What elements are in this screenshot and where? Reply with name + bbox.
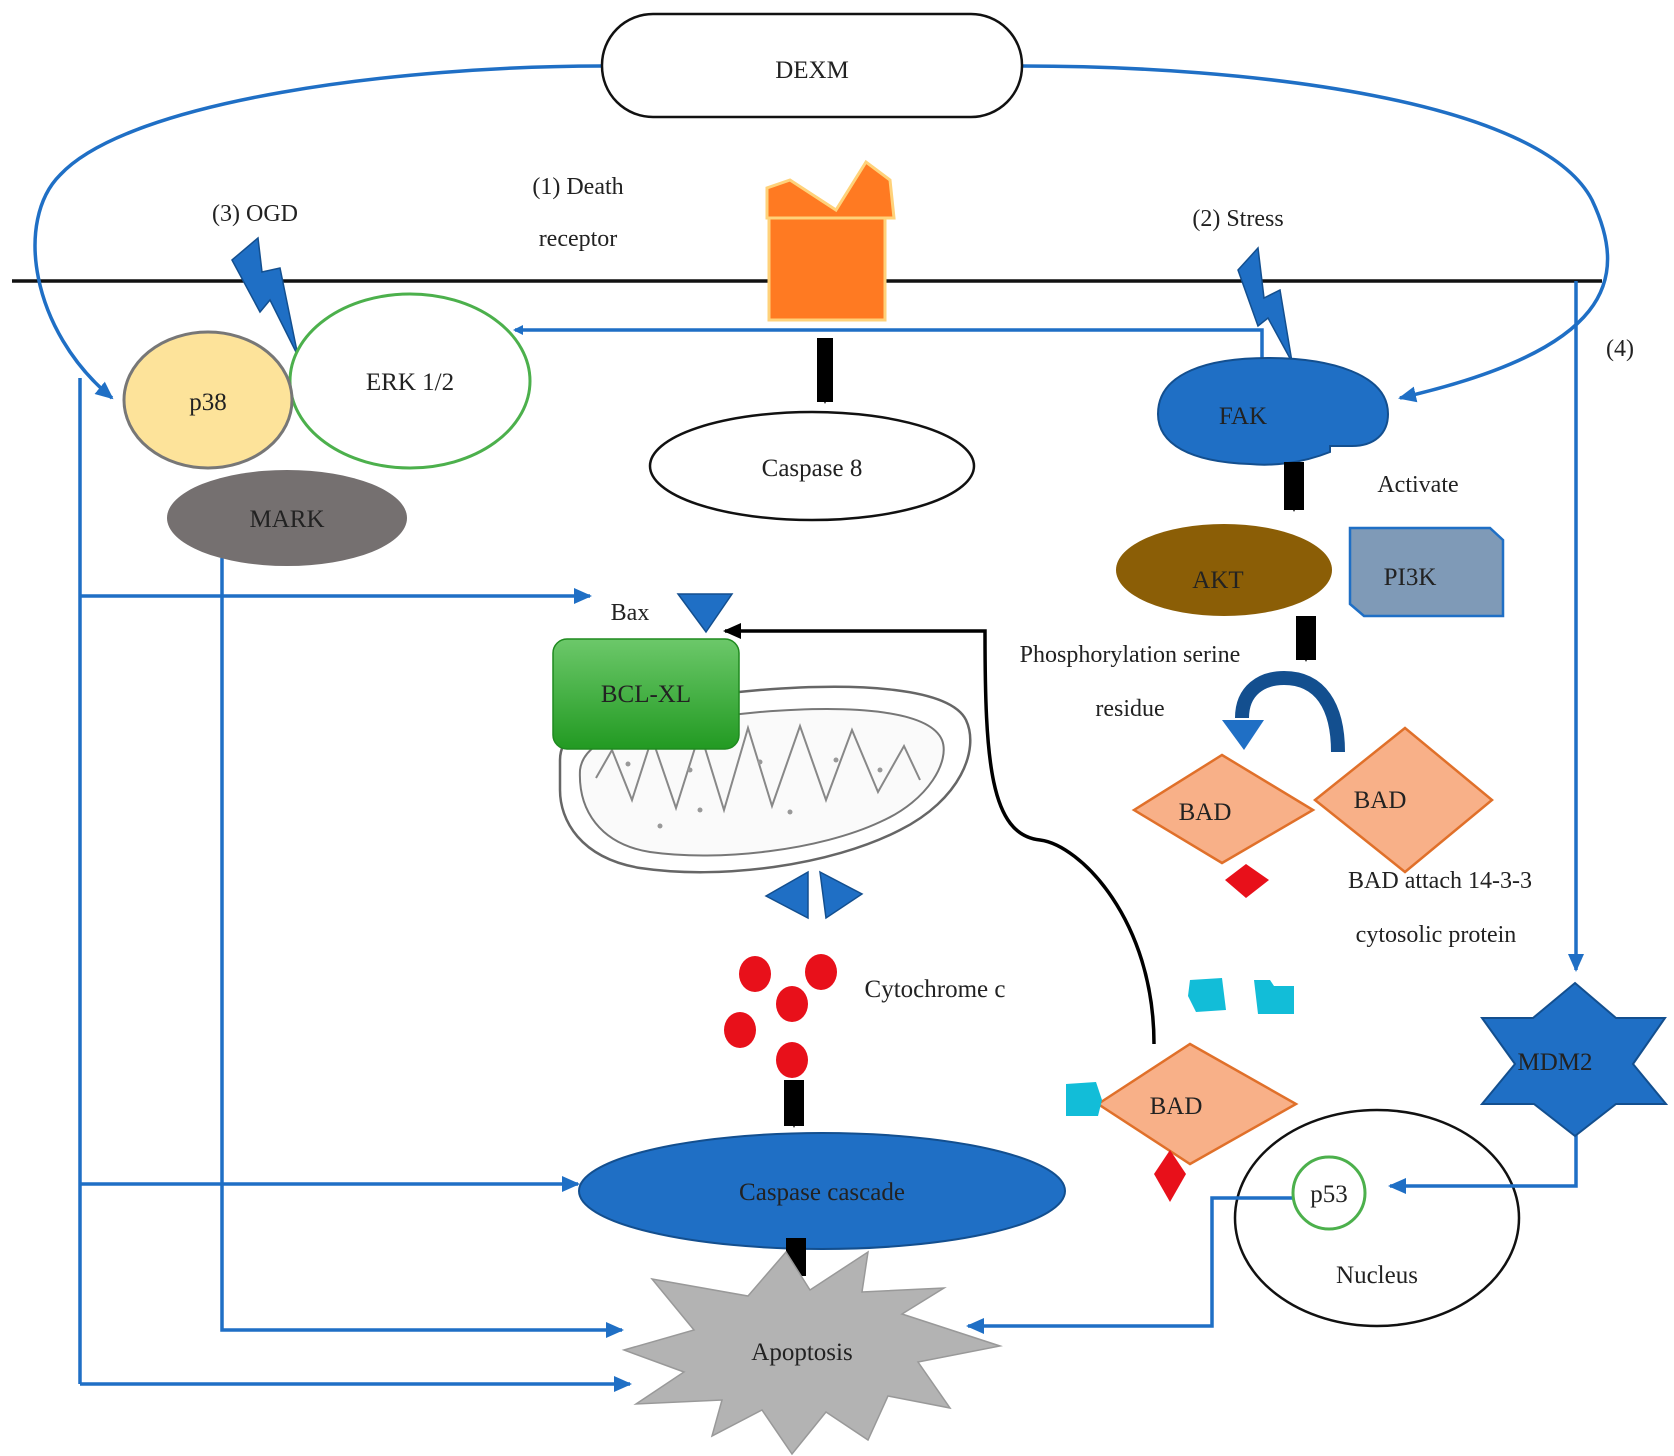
cytochrome-dot-icon — [724, 1012, 756, 1048]
bad-right-node — [1312, 726, 1494, 874]
erk-label: ERK 1/2 — [366, 369, 454, 396]
cytochrome-label: Cytochrome c — [865, 976, 1006, 1003]
death-receptor-label-line2: receptor — [539, 226, 618, 252]
bad-left-label: BAD — [1179, 799, 1232, 826]
apoptosis-label: Apoptosis — [751, 1339, 852, 1366]
phosphorylation-label-line1: Phosphorylation serine — [1020, 642, 1241, 668]
pathway4-label: (4) — [1606, 336, 1634, 362]
death-receptor-label-line1: (1) Death — [532, 174, 623, 200]
bcl-xl-node — [552, 638, 740, 750]
phosphorylation-curve-arrow-icon — [1222, 670, 1345, 753]
cytochrome-dot-icon — [776, 986, 808, 1022]
p53-to-apoptosis-connector — [966, 1196, 1296, 1334]
death-receptor-icon — [765, 159, 896, 322]
cytochrome-dot-icon — [739, 956, 771, 992]
phosphorylation-label-line2: residue — [1095, 696, 1164, 722]
p38-label: p38 — [189, 389, 227, 416]
akt-label: AKT — [1192, 567, 1243, 594]
14-3-3-protein-icon — [1254, 980, 1294, 1014]
pi3k-label: PI3K — [1384, 564, 1437, 591]
lightning-icon — [231, 236, 299, 357]
bad-attach-label-line1: BAD attach 14-3-3 — [1348, 868, 1532, 894]
cytochrome-dot-icon — [776, 1042, 808, 1078]
dexm-right-loop-connector — [1021, 64, 1610, 403]
burst-icon — [621, 1250, 1003, 1456]
stress-label: (2) Stress — [1192, 206, 1283, 232]
mdm2-to-p53-connector — [1388, 1134, 1578, 1194]
star-icon — [1479, 981, 1669, 1138]
bad-left-node — [1131, 753, 1316, 865]
caspase8-node — [648, 410, 976, 522]
phosphate-diamond-icon — [1225, 864, 1269, 898]
stress-to-erk-connector — [513, 325, 1264, 360]
mdm2-label: MDM2 — [1517, 1049, 1592, 1076]
fak-node — [1156, 356, 1390, 466]
dexm-left-loop-connector — [33, 64, 603, 400]
pi3k-node — [1348, 526, 1505, 618]
nucleus-label: Nucleus — [1336, 1262, 1418, 1289]
bad-bottom-label: BAD — [1150, 1093, 1203, 1120]
p53-label: p53 — [1310, 1181, 1348, 1208]
dexm-node — [600, 12, 1024, 119]
ogd-label: (3) OGD — [212, 201, 298, 227]
akt-node — [1116, 524, 1332, 616]
activate-label: Activate — [1377, 472, 1458, 498]
phosphate-diamond-icon — [1154, 1150, 1186, 1202]
bad-attach-label-line2: cytosolic protein — [1356, 922, 1517, 948]
14-3-3-protein-icon — [1066, 1082, 1102, 1116]
bad-bottom-node — [1095, 1042, 1299, 1166]
bax-triangle-icon — [676, 593, 734, 634]
nucleus-node — [1233, 1108, 1521, 1328]
caspase8-label: Caspase 8 — [762, 455, 863, 482]
fak-label: FAK — [1219, 403, 1267, 430]
p38-node — [122, 330, 294, 470]
caspase-cascade-node — [578, 1132, 1066, 1250]
caspase-cascade-label: Caspase cascade — [739, 1179, 905, 1206]
lightning-icon — [1237, 246, 1293, 363]
mark-node — [167, 470, 407, 566]
dexm-label: DEXM — [775, 57, 849, 84]
14-3-3-protein-icon — [1188, 978, 1226, 1012]
mark-label: MARK — [249, 506, 324, 533]
bad-to-bclxl-connector — [723, 623, 1156, 1045]
bax-triangle-icon — [819, 870, 864, 920]
mark-to-apoptosis-connector — [220, 558, 624, 1338]
bax-triangle-icon — [764, 870, 809, 920]
cytochrome-dot-icon — [805, 954, 837, 990]
p53-node — [1291, 1155, 1367, 1231]
bcl-xl-label: BCL-XL — [601, 681, 691, 708]
bad-right-label: BAD — [1354, 787, 1407, 814]
bax-label: Bax — [611, 600, 650, 626]
